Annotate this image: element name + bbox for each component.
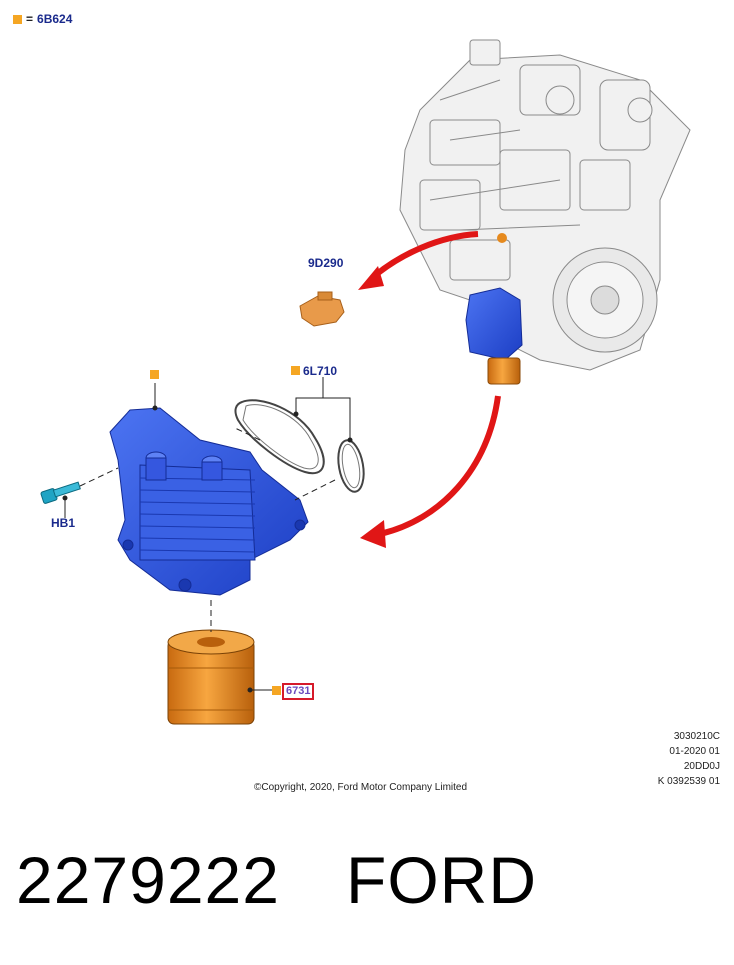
part-number: 2279222 <box>16 843 280 917</box>
legend-marker-square <box>13 14 22 24</box>
callout-seals: 6L710 <box>303 364 338 378</box>
leader-lines <box>62 377 353 693</box>
reference-line: 3030210C <box>673 731 720 742</box>
oil-cooler-assembly <box>109 407 309 596</box>
brand-name: FORD <box>346 843 537 917</box>
cooler-seals <box>234 399 365 493</box>
red-arrow-sensor <box>358 231 479 290</box>
marker-square-filter <box>272 686 281 695</box>
engine-mounted-cooler <box>465 287 523 385</box>
sensor-location-marker <box>497 233 507 243</box>
red-arrow-cooler <box>360 395 501 548</box>
legend-equals: = <box>26 12 34 26</box>
reference-line: K 0392539 01 <box>657 776 720 787</box>
oil-filter <box>167 629 255 725</box>
reference-block: 3030210C 01-2020 01 20DD0J K 0392539 01 <box>658 729 720 789</box>
reference-line: 20DD0J <box>683 761 720 772</box>
marker-square-cooler <box>150 370 159 379</box>
callout-bolt: HB1 <box>51 516 76 530</box>
engine-assembly <box>399 39 691 371</box>
mounting-bolt <box>40 481 81 504</box>
callout-sensor: 9D290 <box>308 256 344 270</box>
legend: = 6B624 <box>13 12 72 26</box>
callout-filter: 6731 <box>282 683 315 700</box>
copyright-notice: ©Copyright, 2020, Ford Motor Company Lim… <box>254 782 468 793</box>
legend-code: 6B624 <box>37 12 73 26</box>
oil-pressure-sensor <box>299 291 345 327</box>
marker-square-seals <box>291 366 300 375</box>
reference-line: 01-2020 01 <box>669 746 720 757</box>
